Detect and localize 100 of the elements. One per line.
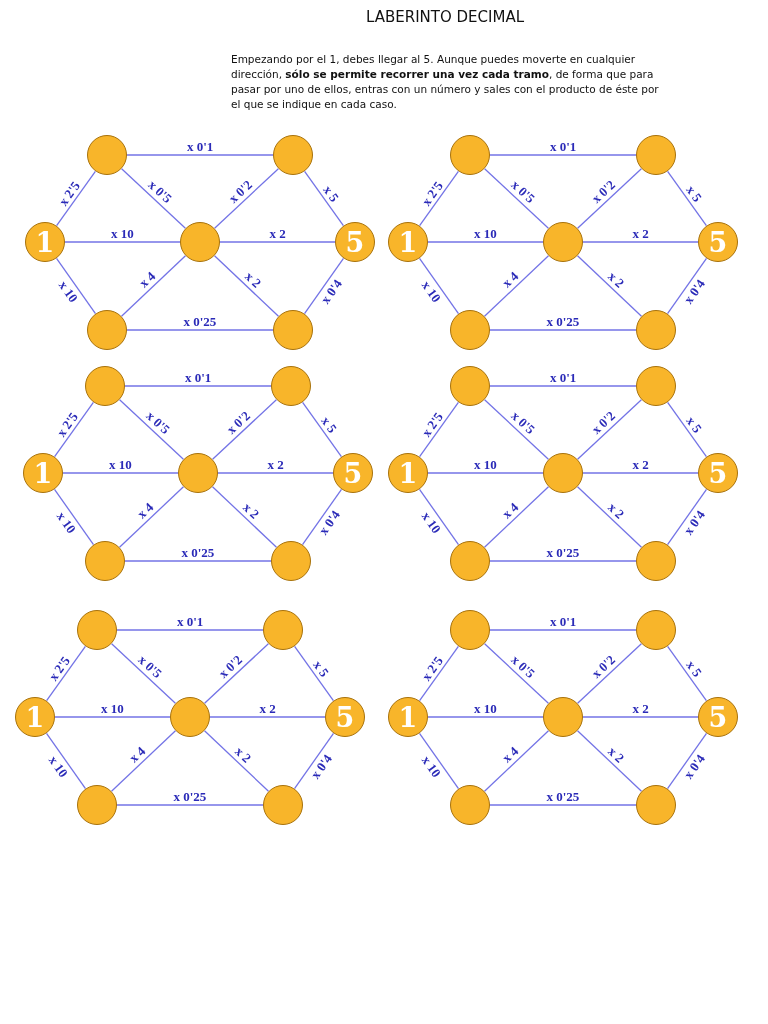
connector-line — [483, 399, 550, 460]
edge-label: x 10 — [474, 701, 497, 715]
edge-label: x 0'2 — [216, 653, 245, 681]
edge-label: x 2 — [632, 701, 649, 715]
edge-label: x 2 — [240, 500, 262, 521]
edge-label: x 4 — [500, 269, 521, 290]
edge-label: x 2 — [605, 269, 627, 290]
node-number: 5 — [708, 703, 728, 731]
edge-label: x 5 — [321, 182, 342, 204]
title: LABERINTO DECIMAL — [365, 8, 525, 26]
circle-node — [698, 453, 738, 493]
edge-label: x 10 — [54, 509, 79, 536]
circle-node — [263, 785, 303, 825]
circle-node — [325, 697, 365, 737]
connector-line — [126, 154, 274, 156]
connector-line — [489, 629, 637, 631]
node-number: 1 — [398, 703, 418, 731]
connector-line — [126, 329, 274, 331]
circle-node — [87, 310, 127, 350]
edge-label: x 0'5 — [135, 653, 164, 681]
connector-line — [293, 645, 335, 702]
connector-line — [666, 488, 708, 546]
connector-line — [303, 257, 345, 315]
connector-line — [203, 643, 270, 704]
edge-label: x 0'25 — [546, 545, 580, 559]
edge-label: x 4 — [137, 269, 158, 290]
connector-line — [124, 385, 272, 387]
connector-line — [582, 716, 699, 718]
connector-line — [45, 732, 87, 790]
edge-label: x 0'4 — [316, 507, 343, 537]
circle-node — [25, 222, 65, 262]
connector-line — [418, 645, 460, 702]
connector-line — [483, 168, 550, 229]
circle-node — [698, 222, 738, 262]
edge-label: x 2'5 — [45, 653, 72, 683]
circle-node — [271, 366, 311, 406]
circle-node — [178, 453, 218, 493]
edge-label: x 0'1 — [185, 370, 212, 384]
connector-line — [576, 255, 643, 317]
connector-line — [118, 486, 185, 548]
circle-node — [85, 541, 125, 581]
edge-label: x 0'1 — [550, 139, 577, 153]
connector-line — [55, 257, 97, 315]
edge-label: x 10 — [419, 753, 444, 780]
edge-label: x 10 — [474, 226, 497, 240]
connector-line — [53, 401, 95, 458]
circle-node — [450, 310, 490, 350]
node-number: 1 — [35, 228, 55, 256]
edge-label: x 10 — [101, 701, 124, 715]
connector-line — [666, 257, 708, 315]
connector-line — [118, 399, 185, 460]
circle-node — [450, 785, 490, 825]
edge-label: x 2'5 — [418, 178, 445, 208]
edge-label: x 5 — [319, 413, 340, 435]
edge-label: x 0'2 — [226, 178, 255, 206]
connector-line — [418, 732, 460, 790]
circle-node — [388, 222, 428, 262]
connector-line — [418, 401, 460, 458]
node-number: 5 — [708, 228, 728, 256]
node-number: 1 — [25, 703, 45, 731]
connector-line — [120, 255, 187, 317]
node-number: 5 — [708, 459, 728, 487]
connector-line — [53, 488, 95, 546]
edge-label: x 0'1 — [187, 139, 214, 153]
circle-node — [273, 135, 313, 175]
connector-line — [301, 401, 343, 458]
edge-label: x 2 — [605, 500, 627, 521]
edge-label: x 2 — [242, 269, 264, 290]
edge-label: x 0'25 — [546, 789, 580, 803]
connector-line — [54, 716, 171, 718]
connector-line — [427, 472, 544, 474]
circle-node — [543, 222, 583, 262]
circle-node — [388, 453, 428, 493]
edge-label: x 0'1 — [550, 370, 577, 384]
edge-label: x 0'2 — [589, 178, 618, 206]
connector-line — [576, 643, 643, 704]
edge-label: x 0'5 — [145, 178, 174, 206]
edge-label: x 10 — [419, 509, 444, 536]
connector-line — [666, 732, 708, 790]
connector-line — [209, 716, 326, 718]
connector-line — [483, 486, 550, 548]
circle-node — [271, 541, 311, 581]
connector-line — [64, 241, 181, 243]
connector-line — [489, 329, 637, 331]
edge-label: x 0'5 — [143, 409, 172, 437]
circle-node — [636, 785, 676, 825]
edge-label: x 0'5 — [508, 653, 537, 681]
connector-line — [211, 399, 278, 460]
edge-label: x 0'2 — [589, 653, 618, 681]
circle-node — [15, 697, 55, 737]
connector-line — [303, 170, 345, 227]
circle-node — [450, 366, 490, 406]
edge-label: x 2 — [259, 701, 276, 715]
instructions-paragraph: Empezando por el 1, debes llegar al 5. Aunque puedes moverte en cualquier dirección, sólo se permite recorrer una vez cada tramo, de forma que para pasar por uno de ellos, entras con un número y sales con el producto de éste por el que se indique en cada caso. — [231, 52, 660, 112]
edge-label: x 0'4 — [318, 276, 345, 306]
connector-line — [116, 629, 264, 631]
circle-node — [77, 785, 117, 825]
edge-label: x 10 — [474, 457, 497, 471]
edge-label: x 4 — [500, 744, 521, 765]
connector-line — [582, 472, 699, 474]
